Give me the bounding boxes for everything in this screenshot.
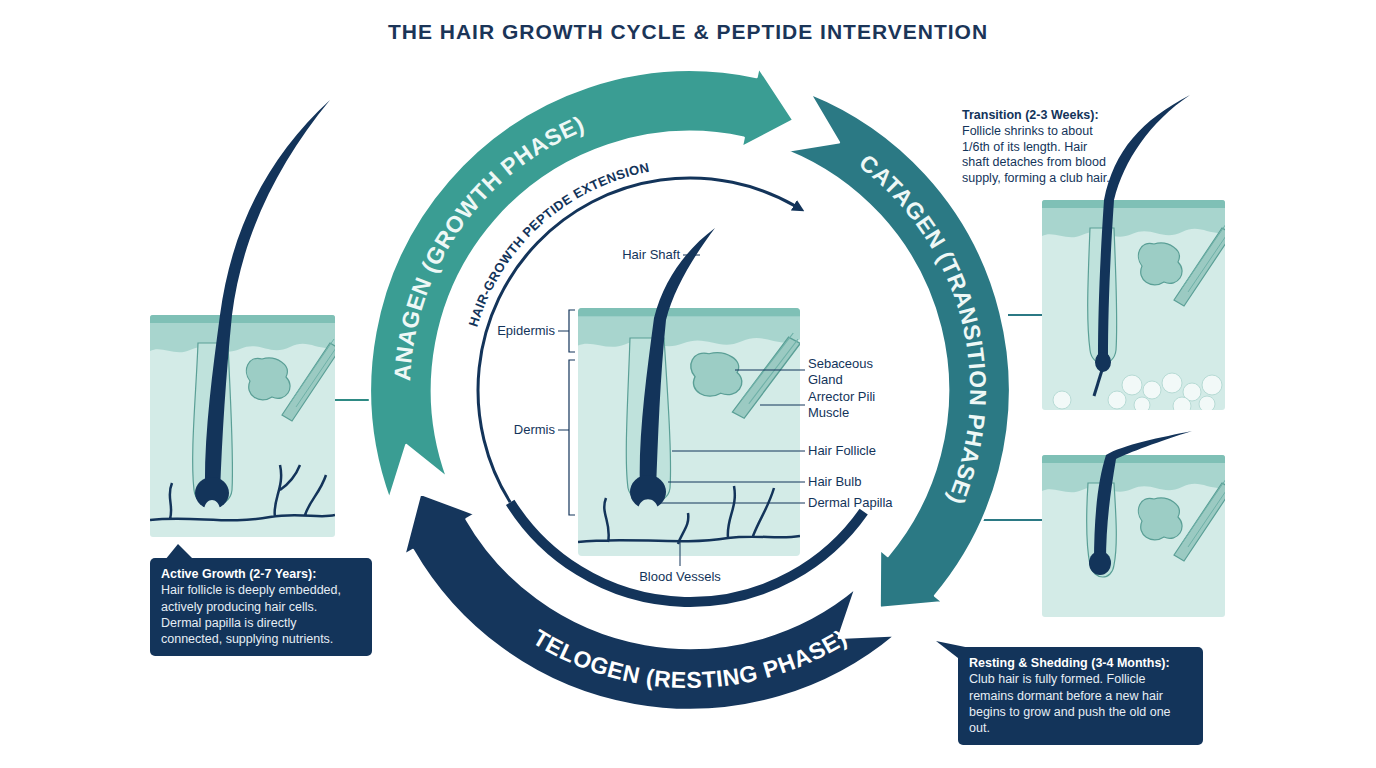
skin-section [150, 315, 335, 537]
phase-band: TELOGEN (RESTING PHASE) [360, 60, 1020, 720]
phase-band: ANAGEN (GROWTH PHASE) [360, 60, 1020, 720]
panel-leader [1008, 314, 1042, 316]
skin-section [1042, 455, 1225, 617]
hair-shaft [1094, 431, 1192, 563]
peptide-arc-text: HAIR-GROWTH PEPTIDE EXTENSION [360, 60, 1020, 720]
dermal-papilla [638, 499, 658, 509]
cell [1134, 397, 1150, 410]
phase-note-heading: Transition (2-3 Weeks): [962, 108, 1132, 124]
callout-heading: Resting & Shedding (3-4 Months): [969, 655, 1192, 671]
cell [1143, 381, 1161, 399]
blood-vessels [150, 465, 335, 520]
part-label: Arrector Pili Muscle [808, 389, 878, 422]
phase-name: TELOGEN (RESTING PHASE) [529, 624, 852, 693]
hair-shaft [1098, 95, 1190, 360]
hair-shaft [205, 100, 330, 493]
phase-band-arrow [370, 67, 794, 499]
part-label: Dermal Papilla [808, 495, 918, 511]
phase-note-body: Follicle shrinks to about 1/6th of its l… [962, 124, 1114, 187]
text-guide [762, 120, 970, 588]
part-label: Hair Shaft [585, 247, 680, 263]
phase-band-arrow [787, 93, 1010, 608]
text-guide [410, 110, 714, 508]
callout-box: Active Growth (2-7 Years):Hair follicle … [150, 558, 372, 656]
phase-name: TELOGEN (RESTING PHASE) [529, 624, 852, 693]
skin-section [578, 308, 800, 556]
cell [1173, 397, 1191, 410]
part-label: Sebaceous Gland [808, 356, 878, 389]
peptide-label: HAIR-GROWTH PEPTIDE EXTENSION [465, 160, 650, 329]
club-hair [1089, 551, 1111, 575]
detached-strand [1094, 370, 1102, 396]
phase-band: CATAGEN (TRANSITION PHASE) [360, 60, 1020, 720]
phase-band-arrow [404, 494, 895, 710]
cell [1202, 375, 1222, 395]
phase-band-shape: CATAGEN (TRANSITION PHASE) [360, 60, 1020, 720]
callout-body: Hair follicle is deeply embedded, active… [161, 582, 361, 647]
text-guide [432, 539, 948, 688]
part-label: Hair Follicle [808, 443, 918, 459]
panel-leader [335, 399, 372, 401]
layer-bracket [558, 360, 575, 515]
layer-label: Epidermis [470, 323, 555, 339]
phase-name: ANAGEN (GROWTH PHASE) [389, 111, 588, 382]
peptide-label: HAIR-GROWTH PEPTIDE EXTENSION [465, 160, 650, 329]
layer-label: Dermis [470, 422, 555, 438]
cell [1053, 391, 1071, 409]
callout-body: Club hair is fully formed. Follicle rema… [969, 671, 1192, 736]
hair-bulb [195, 477, 229, 509]
text-guide [468, 168, 713, 390]
phase-name: ANAGEN (GROWTH PHASE) [389, 111, 588, 382]
tissue-cells [1053, 373, 1222, 410]
callout-heading: Active Growth (2-7 Years): [161, 566, 361, 582]
part-label: Blood Vessels [620, 569, 740, 585]
blood-vessels [578, 486, 800, 544]
phase-band-shape: ANAGEN (GROWTH PHASE) [360, 60, 1020, 720]
cell [1199, 396, 1215, 410]
hair-bulb [630, 475, 666, 509]
part-label: Hair Bulb [808, 474, 918, 490]
club-hair [1095, 352, 1111, 372]
dermal-papilla [204, 500, 220, 509]
cell [1122, 375, 1142, 395]
layer-bracket [558, 310, 575, 352]
callout-box: Resting & Shedding (3-4 Months):Club hai… [958, 647, 1203, 745]
skin-section [1042, 200, 1225, 410]
phase-band-shape: TELOGEN (RESTING PHASE) [360, 60, 1020, 720]
diagram-title: THE HAIR GROWTH CYCLE & PEPTIDE INTERVEN… [0, 20, 1376, 44]
leader-line [660, 255, 805, 566]
cell [1162, 373, 1182, 393]
cell [1108, 391, 1126, 409]
panel-leader [935, 519, 1042, 521]
